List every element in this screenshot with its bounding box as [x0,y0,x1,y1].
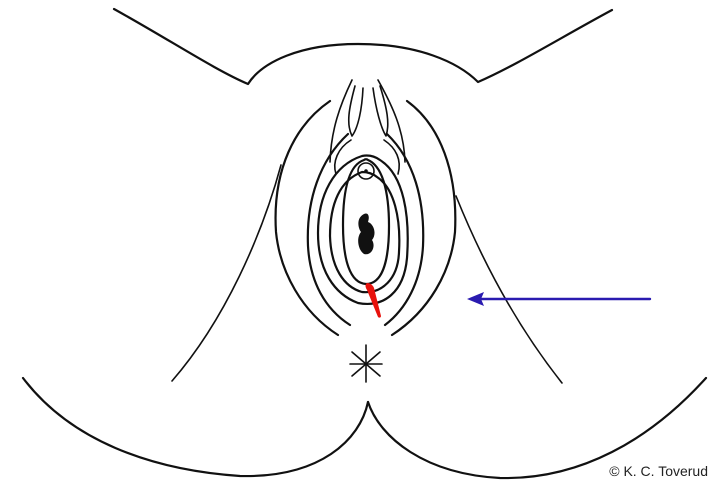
vestibule [341,158,391,286]
clitoris-circle [357,162,375,180]
inner-loop-inner [328,170,401,294]
hood-fold-left [334,139,352,175]
pointer-arrow [467,292,652,306]
vaginal-opening [358,213,375,255]
copyright-credit: © K. C. Toverud [609,463,708,479]
hood-outer-right [377,79,406,163]
right-outer-contour [390,99,457,337]
clitoris-dot [364,169,368,173]
right-inner-contour [383,132,425,327]
anus-star [349,344,383,383]
tear-highlight [365,283,381,318]
left-outer-contour [274,99,340,337]
hood-fold-right [383,139,400,175]
hood-inner-right [372,85,389,137]
right-lower-contour [366,376,708,480]
arrow-head [467,292,484,306]
left-inner-contour [306,132,352,327]
inner-loop-outer [316,154,409,305]
hood-inner [347,85,364,137]
left-outer-fold [171,164,282,382]
upper-body-contour [112,7,614,86]
left-lower-contour [21,376,370,478]
hood-outer [329,79,353,163]
right-outer-fold [455,195,563,384]
